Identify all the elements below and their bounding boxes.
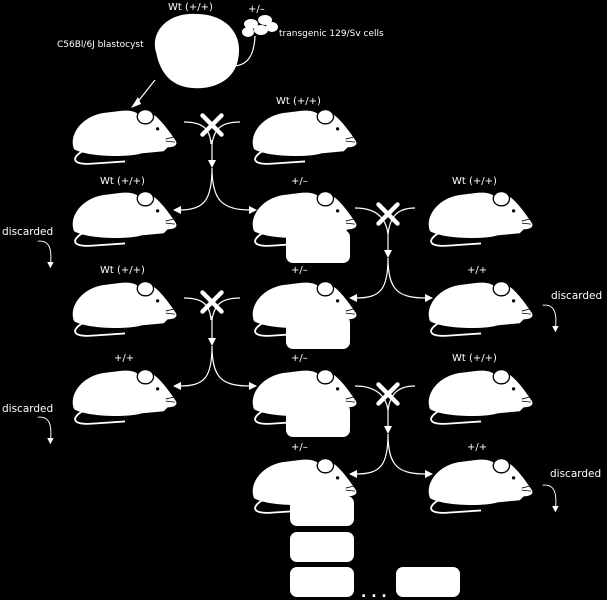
g3-right-label: Wt (+/+) [452,353,497,364]
g2-left-label: Wt (+/+) [100,265,145,276]
g3-arrow-left [349,470,357,478]
g3-mating-lines [354,385,416,411]
g4-tag-box [290,496,354,526]
discarded-label-3: discarded [2,403,53,415]
g2-offspring-lines [179,316,251,387]
blastocyst-label: C56Bl/6J blastocyst [57,40,144,50]
g4-right-label: +/+ [467,442,487,453]
cells-injection-line [231,35,256,67]
g4-right-mouse [427,457,534,514]
g4-mid-label: +/– [291,442,308,453]
g0-partner-label: Wt (+/+) [276,96,321,107]
g3-tag-box [286,404,350,437]
chimera-mouse [71,108,178,165]
g2-arrow-down [208,338,216,346]
transgenic-cells-cluster [242,15,278,37]
discarded-label-4: discarded [550,468,601,480]
g1-cross-icon [378,204,397,223]
g0-mating-lines [183,121,241,145]
g2-mating-lines [183,297,241,321]
discarded-label-2: discarded [551,290,602,302]
g1-tag-box [286,230,350,263]
g3-offspring-lines [355,406,427,475]
g0-arrow-right [249,206,257,214]
g0-partner-mouse [251,108,358,165]
g0-offspring-lines [179,140,251,211]
blastocyst-arrowhead [131,97,141,108]
discarded-arrow-1 [37,240,55,269]
g3-arrow-down [384,426,392,434]
stack-box-3 [290,567,354,597]
g2-left-mouse [71,280,178,337]
g2-right-label: +/+ [467,265,487,276]
discarded-arrow-4 [542,484,560,513]
g1-mating-lines [354,207,416,235]
discarded-arrow-3 [37,416,55,445]
g2-tag-box [286,316,350,349]
cells-label: transgenic 129/Sv cells [279,29,384,39]
g0-cross-icon [202,115,221,134]
g2-right-mouse [427,280,534,337]
discarded-arrow-2 [542,304,560,333]
g1-left-mouse [71,190,178,247]
g2-arrow-right [249,382,257,390]
blastocyst-shape [154,13,240,89]
ellipsis-label: . . . [361,585,387,600]
cells-genotype-label: +/– [248,4,265,15]
g1-offspring-lines [355,230,427,299]
g3-right-mouse [427,368,534,425]
g0-arrow-left [173,206,181,214]
g2-mid-label: +/– [291,265,308,276]
g3-mid-label: +/– [291,353,308,364]
g2-arrow-left [173,382,181,390]
g1-right-mouse [427,190,534,247]
g1-arrow-down [384,250,392,258]
g1-arrow-left [349,294,357,302]
g2-cross-icon [202,292,221,311]
stack-box-2 [290,532,354,562]
blastocyst-genotype-label: Wt (+/+) [168,2,213,13]
g3-arrow-right [425,470,433,478]
g1-mid-label: +/– [291,176,308,187]
discarded-label-1: discarded [2,226,53,238]
g1-left-label: Wt (+/+) [100,176,145,187]
g3-left-label: +/+ [114,353,134,364]
g1-arrow-right [425,294,433,302]
g1-right-label: Wt (+/+) [452,176,497,187]
g3-left-mouse [71,368,178,425]
g0-arrow-down [208,160,216,168]
stack-box-4 [396,567,460,597]
